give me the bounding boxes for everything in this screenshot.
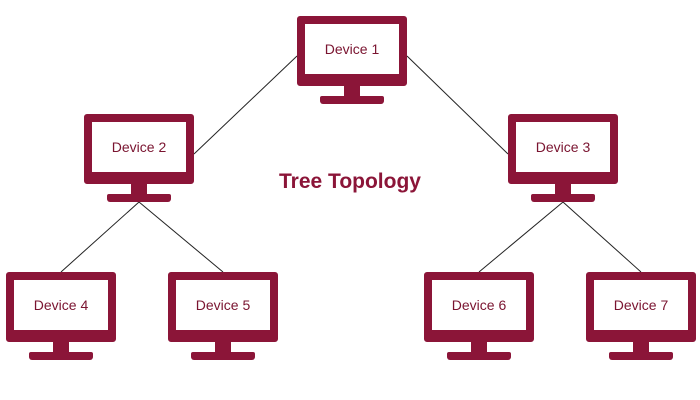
monitor-icon: Device 1 (297, 16, 407, 86)
device-5: Device 5 (168, 272, 278, 362)
device-6: Device 6 (424, 272, 534, 362)
link-d2-d5 (138, 201, 224, 273)
monitor-stand-base (609, 352, 673, 360)
monitor-icon: Device 2 (84, 114, 194, 184)
device-1: Device 1 (297, 16, 407, 106)
monitor-stand-base (29, 352, 93, 360)
link-d3-d6 (478, 201, 564, 273)
monitor-stand-neck (344, 86, 360, 96)
device-label: Device 6 (451, 297, 507, 313)
monitor-stand-neck (215, 342, 231, 352)
monitor-stand-base (447, 352, 511, 360)
monitor-icon: Device 3 (508, 114, 618, 184)
monitor-icon: Device 4 (6, 272, 116, 342)
monitor-stand-base (531, 194, 595, 202)
device-label: Device 3 (535, 139, 591, 155)
monitor-stand-neck (471, 342, 487, 352)
monitor-stand-base (320, 96, 384, 104)
link-d1-d2 (193, 55, 298, 155)
link-d3-d7 (562, 201, 642, 273)
link-d2-d4 (60, 201, 140, 273)
device-2: Device 2 (84, 114, 194, 204)
device-label: Device 5 (195, 297, 251, 313)
monitor-stand-neck (555, 184, 571, 194)
monitor-stand-neck (131, 184, 147, 194)
device-label: Device 2 (111, 139, 167, 155)
device-4: Device 4 (6, 272, 116, 362)
monitor-icon: Device 6 (424, 272, 534, 342)
link-d1-d3 (406, 55, 509, 155)
monitor-icon: Device 7 (586, 272, 696, 342)
monitor-stand-neck (53, 342, 69, 352)
monitor-stand-neck (633, 342, 649, 352)
diagram-title: Tree Topology (279, 170, 421, 193)
monitor-stand-base (191, 352, 255, 360)
device-label: Device 7 (613, 297, 669, 313)
monitor-icon: Device 5 (168, 272, 278, 342)
device-label: Device 1 (324, 41, 380, 57)
device-7: Device 7 (586, 272, 696, 362)
device-label: Device 4 (33, 297, 89, 313)
device-3: Device 3 (508, 114, 618, 204)
monitor-stand-base (107, 194, 171, 202)
